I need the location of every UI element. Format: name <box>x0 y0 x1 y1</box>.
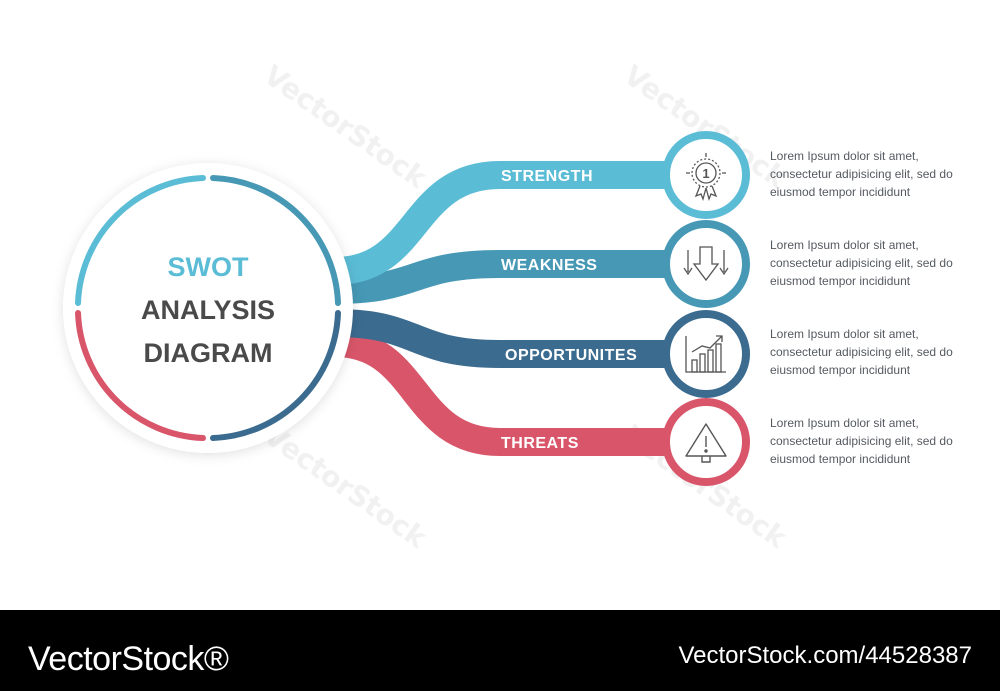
down-arrows-icon <box>683 246 729 282</box>
growth-chart-icon <box>685 335 726 373</box>
icon-circle-strength <box>662 131 750 219</box>
icon-circle-weakness <box>662 220 750 308</box>
title-diagram: DIAGRAM <box>144 338 273 368</box>
ribbon-weakness <box>334 250 705 304</box>
description-threats: Lorem Ipsum dolor sit amet, consectetur … <box>770 416 953 466</box>
description-strength: Lorem Ipsum dolor sit amet, consectetur … <box>770 149 953 199</box>
main-ring <box>75 175 341 441</box>
diagram-canvas: VectorStock VectorStock VectorStock Vect… <box>63 58 953 555</box>
warning-triangle-icon <box>685 423 727 463</box>
footer-reference: VectorStock.com/44528387 <box>678 642 972 669</box>
label-weakness: WEAKNESS <box>501 257 597 274</box>
title-analysis: ANALYSIS <box>141 295 275 325</box>
ribbon-strength <box>334 161 705 285</box>
icon-circle-opportunities <box>662 310 750 398</box>
label-opportunities: OPPORTUNITES <box>505 347 637 364</box>
description-weakness: Lorem Ipsum dolor sit amet, consectetur … <box>770 238 953 288</box>
description-opportunities: Lorem Ipsum dolor sit amet, consectetur … <box>770 327 953 377</box>
footer-bar: VectorStock® VectorStock.com/44528387 <box>0 610 1000 691</box>
label-threats: THREATS <box>501 435 579 452</box>
ribbon-opportunities <box>334 309 705 368</box>
svg-text:1: 1 <box>702 166 709 181</box>
label-strength: STRENGTH <box>501 168 593 185</box>
title-swot: SWOT <box>168 252 249 282</box>
main-circle <box>63 163 353 453</box>
footer-brand: VectorStock® <box>28 640 229 678</box>
ribbon-threats <box>334 329 705 456</box>
swot-diagram: STRENGTH WEAKNESS OPPORTUNITES THREATS S… <box>63 131 750 486</box>
medal-icon: 1 <box>686 153 726 202</box>
